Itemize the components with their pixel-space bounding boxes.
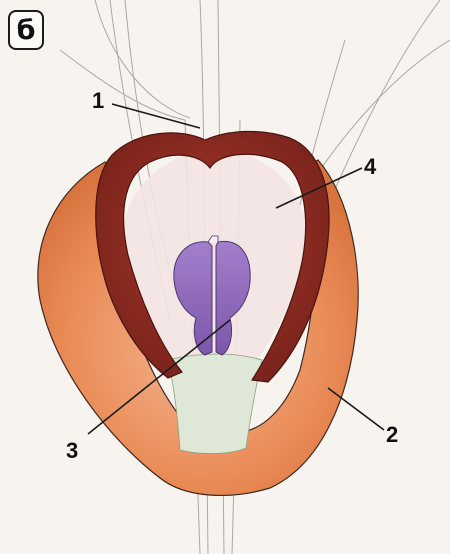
callout-3: 3 xyxy=(66,440,78,462)
panel-label: б xyxy=(8,10,44,50)
callout-1: 1 xyxy=(92,90,104,112)
callout-2: 2 xyxy=(386,424,398,446)
callout-4: 4 xyxy=(364,156,376,178)
